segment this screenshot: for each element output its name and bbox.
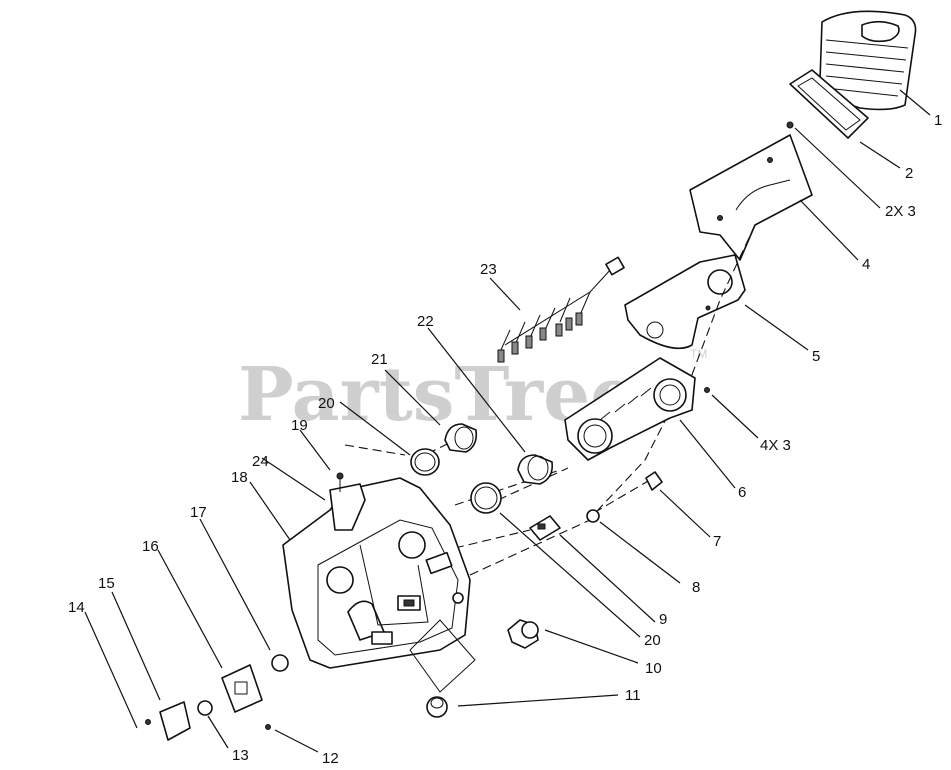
part-11-key-switch[interactable] (409, 619, 476, 718)
part-20-ring-upper[interactable] (410, 448, 440, 476)
part-19-screw[interactable] (336, 472, 344, 492)
part-10-socket[interactable] (507, 619, 539, 649)
callout-20-upper: 20 (318, 395, 335, 412)
part-18-dash-panel[interactable] (282, 477, 471, 669)
part-2-gasket[interactable] (789, 69, 869, 139)
callout-14: 14 (68, 599, 85, 616)
screw-4x3[interactable] (704, 387, 710, 393)
callout-24: 24 (252, 453, 269, 470)
part-7-lens[interactable] (645, 471, 663, 491)
part-6-panel-insert[interactable] (564, 357, 696, 461)
part-9-switch[interactable] (529, 515, 561, 541)
callout-4x3: 4X 3 (760, 437, 791, 454)
callout-20-lower: 20 (644, 632, 661, 649)
callout-13: 13 (232, 747, 249, 764)
callout-17: 17 (190, 504, 207, 521)
callout-18: 18 (231, 469, 248, 486)
part-15-clip[interactable] (159, 701, 191, 741)
callout-16: 16 (142, 538, 159, 555)
callout-22: 22 (417, 313, 434, 330)
part-12-screw[interactable] (265, 724, 271, 730)
part-23-wire-harness[interactable] (497, 256, 625, 363)
part-24-bracket[interactable] (329, 483, 366, 531)
callout-10: 10 (645, 660, 662, 677)
callout-labels: 1 2 2X 3 4 5 4X 3 6 7 8 9 20 10 11 12 13… (68, 112, 942, 767)
part-5-plate[interactable] (624, 254, 746, 350)
screw-2x3[interactable] (786, 121, 794, 129)
watermark-trademark: TM (690, 347, 707, 361)
part-13-bulb[interactable] (197, 700, 213, 716)
callout-21: 21 (371, 351, 388, 368)
callout-8: 8 (692, 579, 700, 596)
callout-2x3: 2X 3 (885, 203, 916, 220)
part-20-ring-lower[interactable] (470, 482, 502, 514)
callout-7: 7 (713, 533, 721, 550)
part-14-screw[interactable] (145, 719, 151, 725)
part-8-grommet[interactable] (586, 509, 600, 523)
part-22-gauge[interactable] (517, 454, 554, 485)
callout-23: 23 (480, 261, 497, 278)
part-4-bracket[interactable] (689, 134, 813, 261)
part-1-cover[interactable] (818, 10, 917, 111)
callout-9: 9 (659, 611, 667, 628)
part-21-gauge[interactable] (444, 423, 478, 453)
callout-6: 6 (738, 484, 746, 501)
leader-lines (84, 89, 931, 753)
callout-12: 12 (322, 750, 339, 767)
callout-15: 15 (98, 575, 115, 592)
part-16-switch-bracket[interactable] (221, 664, 263, 713)
callout-1: 1 (934, 112, 942, 129)
callout-4: 4 (862, 256, 870, 273)
callout-19: 19 (291, 417, 308, 434)
part-17-knob[interactable] (271, 654, 289, 672)
callout-2: 2 (905, 165, 913, 182)
callout-5: 5 (812, 348, 820, 365)
callout-11: 11 (625, 687, 641, 704)
